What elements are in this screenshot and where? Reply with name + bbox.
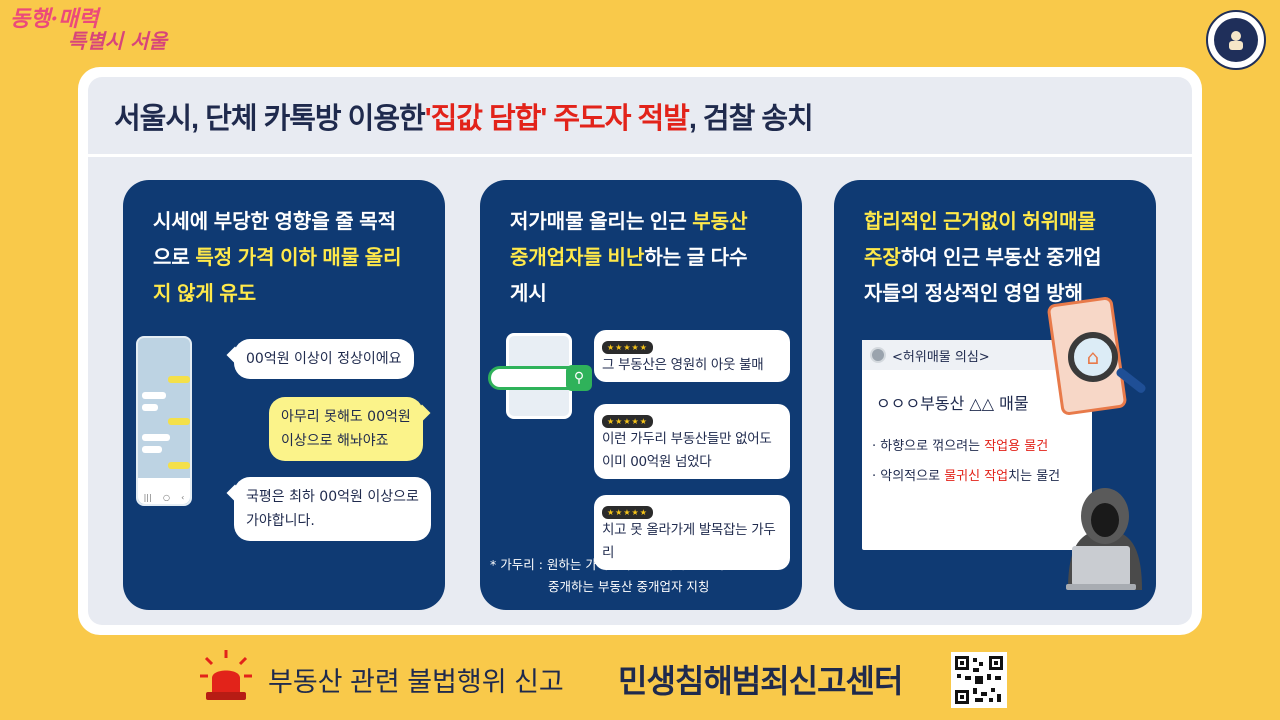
avatar-icon <box>870 347 886 363</box>
siren-icon <box>200 650 252 700</box>
footnote: * 가두리 : 원하는 가격보다 낮은 가격으로 매물을 중개하는 부동산 중개… <box>490 557 747 594</box>
report-label: 부동산 관련 불법행위 신고 <box>268 667 564 697</box>
police-seal-icon <box>1206 10 1266 70</box>
chat-bubble-2: 아무리 못해도 00억원 이상으로 해놔야죠 <box>269 397 423 461</box>
card-1-text: 시세에 부당한 영향을 줄 목적 으로 특정 가격 이하 매물 올리 지 않게 … <box>153 211 402 305</box>
page-title: 서울시, 단체 카톡방 이용한 '집값 담합' 주도자 적발, 검찰 송치 <box>88 77 1192 157</box>
card-broker-slander: 저가매물 올리는 인근 부동산 중개업자들 비난하는 글 다수 게시 ⚲ ★★★… <box>480 180 802 610</box>
main-panel: 서울시, 단체 카톡방 이용한 '집값 담합' 주도자 적발, 검찰 송치 시세… <box>78 67 1202 635</box>
review-2: ★★★★★ 이런 가두리 부동산들만 없어도 이미 00억원 넘었다 <box>594 404 790 479</box>
brand-line-2: 특별시 서울 <box>68 29 167 54</box>
bullet-1: · 하향으로 꺾으려는 작업용 물건 <box>872 439 1049 454</box>
chat-bubble-3: 국평은 최하 00억원 이상으로 가야합니다. <box>234 477 431 541</box>
card-3-text: 합리적인 근거없이 허위매물 주장하여 인근 부동산 중개업 자들의 정상적인 … <box>864 211 1102 305</box>
bullet-2: · 악의적으로 물귀신 작업치는 물건 <box>872 469 1061 484</box>
report-center-name: 민생침해범죄신고센터 <box>618 663 903 699</box>
card-fake-listing: 합리적인 근거없이 허위매물 주장하여 인근 부동산 중개업 자들의 정상적인 … <box>834 180 1156 610</box>
phone-icon: |||○‹ <box>136 336 192 506</box>
brand-logo: 동행·매력 특별시 서울 <box>10 6 167 54</box>
card-chat-collusion: 시세에 부당한 영향을 줄 목적 으로 특정 가격 이하 매물 올리 지 않게 … <box>123 180 445 610</box>
magnifier-house-icon: ⌂ <box>1068 332 1118 382</box>
search-icon: ⚲ <box>566 365 592 391</box>
fake-listing-post: <허위매물 의심> ㅇㅇㅇ부동산 △△ 매물 · 하향으로 꺾으려는 작업용 물… <box>862 340 1092 550</box>
review-3: ★★★★★ 치고 못 올라가게 발목잡는 가두리 <box>594 495 790 570</box>
chat-bubble-1: 00억원 이상이 정상이에요 <box>234 339 414 379</box>
hacker-icon <box>1066 488 1142 590</box>
review-1: ★★★★★ 그 부동산은 영원히 아웃 불매 <box>594 330 790 382</box>
card-2-text: 저가매물 올리는 인근 부동산 중개업자들 비난하는 글 다수 게시 <box>510 211 748 305</box>
brand-line-1: 동행·매력 <box>10 6 99 32</box>
qr-code-icon[interactable] <box>951 652 1007 708</box>
